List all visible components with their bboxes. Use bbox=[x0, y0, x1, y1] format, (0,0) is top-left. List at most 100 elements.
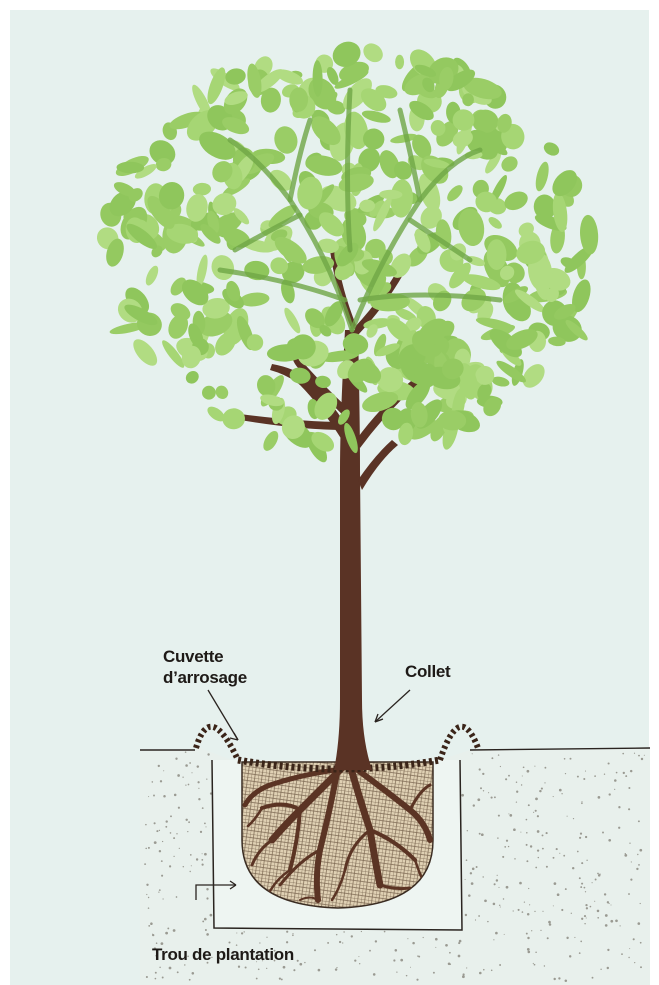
soil-speck bbox=[547, 937, 549, 939]
soil-speck bbox=[506, 886, 509, 889]
soil-speck bbox=[470, 872, 472, 874]
soil-speck bbox=[206, 933, 209, 936]
soil-speck bbox=[299, 963, 302, 966]
soil-speck bbox=[204, 918, 207, 921]
soil-speck bbox=[611, 905, 612, 906]
soil-speck bbox=[628, 787, 630, 789]
soil-speck bbox=[634, 753, 635, 754]
soil-speck bbox=[567, 816, 568, 817]
soil-speck bbox=[412, 942, 415, 945]
soil-speck bbox=[618, 827, 620, 829]
soil-speck bbox=[610, 920, 613, 923]
soil-speck bbox=[499, 905, 500, 906]
soil-speck bbox=[586, 907, 588, 909]
soil-speck bbox=[528, 888, 529, 889]
soil-speck bbox=[188, 821, 190, 823]
soil-speck bbox=[644, 755, 645, 756]
soil-speck bbox=[479, 972, 482, 975]
soil-speck bbox=[359, 963, 360, 964]
cuvette-label-line2: d’arrosage bbox=[163, 667, 247, 688]
soil-speck bbox=[384, 931, 386, 933]
soil-speck bbox=[459, 940, 462, 943]
soil-speck bbox=[173, 837, 175, 839]
soil-speck bbox=[624, 854, 627, 857]
soil-speck bbox=[580, 833, 582, 835]
soil-speck bbox=[488, 792, 489, 793]
soil-speck bbox=[598, 796, 601, 799]
soil-speck bbox=[162, 841, 163, 842]
soil-speck bbox=[482, 876, 483, 877]
soil-speck bbox=[163, 770, 164, 771]
soil-speck bbox=[146, 894, 147, 895]
soil-speck bbox=[145, 824, 147, 826]
soil-speck bbox=[351, 935, 353, 937]
soil-speck bbox=[535, 810, 537, 812]
soil-speck bbox=[616, 772, 618, 774]
soil-speck bbox=[518, 909, 520, 911]
soil-speck bbox=[535, 952, 537, 954]
root-ball bbox=[242, 762, 433, 908]
soil-speck bbox=[339, 941, 341, 943]
soil-speck bbox=[406, 975, 408, 977]
soil-speck bbox=[554, 882, 557, 885]
soil-speck bbox=[185, 764, 188, 767]
soil-speck bbox=[191, 772, 192, 773]
soil-speck bbox=[179, 848, 180, 849]
soil-speck bbox=[335, 968, 337, 970]
soil-speck bbox=[546, 866, 548, 868]
soil-speck bbox=[159, 889, 161, 891]
soil-speck bbox=[581, 801, 582, 802]
soil-speck bbox=[173, 856, 174, 857]
soil-speck bbox=[472, 753, 473, 754]
soil-speck bbox=[553, 796, 554, 797]
soil-speck bbox=[256, 978, 258, 980]
soil-speck bbox=[373, 973, 376, 976]
soil-speck bbox=[574, 937, 575, 938]
soil-speck bbox=[158, 891, 159, 892]
soil-speck bbox=[433, 972, 435, 974]
soil-speck bbox=[521, 784, 522, 785]
soil-speck bbox=[541, 788, 543, 790]
soil-speck bbox=[146, 884, 148, 886]
soil-speck bbox=[281, 978, 283, 980]
soil-speck bbox=[542, 848, 544, 850]
soil-speck bbox=[556, 848, 558, 850]
soil-speck bbox=[572, 867, 574, 869]
soil-speck bbox=[435, 947, 436, 948]
soil-speck bbox=[466, 967, 467, 968]
soil-speck bbox=[449, 952, 451, 954]
soil-speck bbox=[548, 921, 551, 924]
soil-speck bbox=[622, 753, 624, 755]
soil-speck bbox=[505, 778, 507, 780]
soil-speck bbox=[206, 888, 208, 890]
soil-speck bbox=[628, 957, 629, 958]
soil-speck bbox=[493, 903, 496, 906]
soil-speck bbox=[608, 839, 611, 842]
soil-speck bbox=[423, 937, 424, 938]
soil-speck bbox=[467, 830, 468, 831]
soil-speck bbox=[148, 925, 150, 927]
soil-speck bbox=[153, 795, 155, 797]
soil-speck bbox=[471, 882, 474, 885]
soil-speck bbox=[508, 775, 510, 777]
soil-speck bbox=[491, 970, 493, 972]
soil-speck bbox=[410, 967, 411, 968]
soil-speck bbox=[206, 778, 207, 779]
soil-speck bbox=[534, 911, 535, 912]
soil-speck bbox=[614, 789, 615, 790]
soil-speck bbox=[604, 774, 605, 775]
soil-speck bbox=[342, 942, 343, 943]
soil-speck bbox=[145, 848, 147, 850]
soil-speck bbox=[185, 784, 186, 785]
soil-speck bbox=[581, 883, 583, 885]
soil-speck bbox=[495, 932, 498, 935]
soil-speck bbox=[183, 866, 184, 867]
soil-speck bbox=[579, 952, 581, 954]
soil-speck bbox=[159, 830, 160, 831]
soil-speck bbox=[634, 962, 635, 963]
soil-speck bbox=[478, 915, 480, 917]
soil-speck bbox=[170, 815, 172, 817]
soil-speck bbox=[205, 929, 207, 931]
soil-speck bbox=[491, 757, 493, 759]
